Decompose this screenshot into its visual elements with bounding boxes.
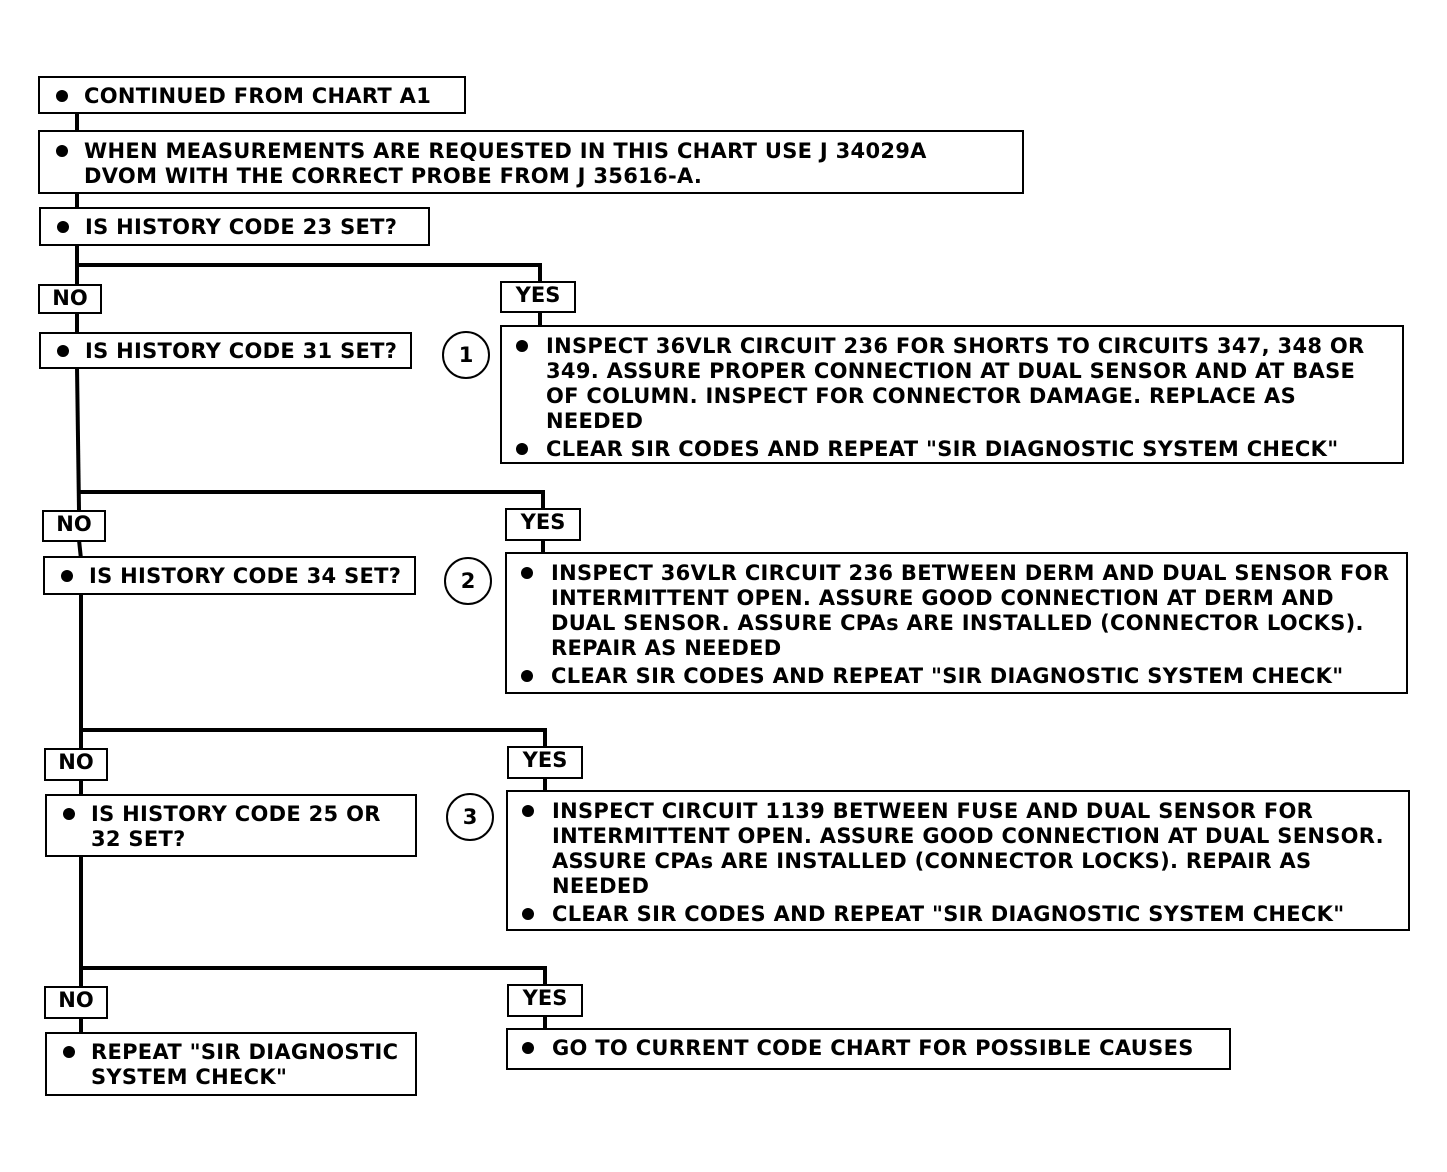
action-line: INSPECT CIRCUIT 1139 BETWEEN FUSE AND DU… xyxy=(552,799,1314,823)
action-line: CLEAR SIR CODES AND REPEAT "SIR DIAGNOST… xyxy=(552,902,1345,926)
action-box-1: INSPECT 36VLR CIRCUIT 236 FOR SHORTS TO … xyxy=(500,325,1404,464)
bullet-icon xyxy=(56,90,68,102)
step-number-2: 2 xyxy=(444,557,492,605)
action-item: INSPECT CIRCUIT 1139 BETWEEN FUSE AND DU… xyxy=(508,799,1398,899)
action-line: INSPECT 36VLR CIRCUIT 236 FOR SHORTS TO … xyxy=(546,334,1365,358)
action-line: CLEAR SIR CODES AND REPEAT "SIR DIAGNOST… xyxy=(551,664,1344,688)
branch-q3 xyxy=(81,728,547,747)
final-line: REPEAT "SIR DIAGNOSTIC xyxy=(91,1040,399,1064)
question-code-25-32: IS HISTORY CODE 25 OR 32 SET? xyxy=(45,794,417,857)
bullet-icon xyxy=(56,145,68,157)
yes-label: YES xyxy=(507,746,583,779)
bullet-icon xyxy=(61,570,73,582)
no-label: NO xyxy=(42,510,106,542)
bullet-icon xyxy=(63,1046,75,1058)
note-line-1: WHEN MEASUREMENTS ARE REQUESTED IN THIS … xyxy=(84,139,927,163)
question-line: IS HISTORY CODE 25 OR xyxy=(91,802,381,826)
question-item: IS HISTORY CODE 34 SET? xyxy=(45,564,414,589)
start-box: CONTINUED FROM CHART A1 xyxy=(38,76,466,114)
question-item: IS HISTORY CODE 31 SET? xyxy=(41,339,410,364)
action-line: OF COLUMN. INSPECT FOR CONNECTOR DAMAGE.… xyxy=(546,384,1297,408)
start-text: CONTINUED FROM CHART A1 xyxy=(84,84,432,108)
question-item: IS HISTORY CODE 25 OR 32 SET? xyxy=(47,802,415,852)
action-line: 349. ASSURE PROPER CONNECTION AT DUAL SE… xyxy=(546,359,1356,383)
question-line: 32 SET? xyxy=(91,827,186,851)
action-item: CLEAR SIR CODES AND REPEAT "SIR DIAGNOST… xyxy=(507,664,1396,689)
bullet-icon xyxy=(522,908,534,920)
no-label: NO xyxy=(38,284,102,314)
question-text: IS HISTORY CODE 23 SET? xyxy=(85,215,398,239)
bullet-icon xyxy=(522,1042,534,1054)
action-line: ASSURE CPAs ARE INSTALLED (CONNECTOR LOC… xyxy=(552,849,1312,873)
action-line: INTERMITTENT OPEN. ASSURE GOOD CONNECTIO… xyxy=(552,824,1384,848)
question-text: IS HISTORY CODE 34 SET? xyxy=(89,564,402,588)
yes-label: YES xyxy=(500,281,576,313)
bullet-icon xyxy=(522,805,534,817)
final-item: GO TO CURRENT CODE CHART FOR POSSIBLE CA… xyxy=(508,1036,1229,1061)
final-line: SYSTEM CHECK" xyxy=(91,1065,288,1089)
question-item: IS HISTORY CODE 23 SET? xyxy=(41,215,428,240)
note-line-2: DVOM WITH THE CORRECT PROBE FROM J 35616… xyxy=(84,164,703,188)
bullet-icon xyxy=(521,567,533,579)
question-code-23: IS HISTORY CODE 23 SET? xyxy=(39,207,430,246)
action-line: DUAL SENSOR. ASSURE CPAs ARE INSTALLED (… xyxy=(551,611,1364,635)
no-label: NO xyxy=(44,986,108,1019)
final-repeat-check-box: REPEAT "SIR DIAGNOSTIC SYSTEM CHECK" xyxy=(45,1032,417,1096)
action-item: INSPECT 36VLR CIRCUIT 236 BETWEEN DERM A… xyxy=(507,561,1396,661)
final-line: GO TO CURRENT CODE CHART FOR POSSIBLE CA… xyxy=(552,1036,1194,1060)
connector-q2-trunk xyxy=(75,366,81,511)
connector-no-q3 xyxy=(77,539,83,560)
action-line: CLEAR SIR CODES AND REPEAT "SIR DIAGNOST… xyxy=(546,437,1339,461)
measurement-note-box: WHEN MEASUREMENTS ARE REQUESTED IN THIS … xyxy=(38,130,1024,194)
action-box-3: INSPECT CIRCUIT 1139 BETWEEN FUSE AND DU… xyxy=(506,790,1410,931)
action-box-2: INSPECT 36VLR CIRCUIT 236 BETWEEN DERM A… xyxy=(505,552,1408,694)
bullet-icon xyxy=(516,443,528,455)
yes-label: YES xyxy=(507,984,583,1017)
question-code-31: IS HISTORY CODE 31 SET? xyxy=(39,332,412,369)
branch-q2 xyxy=(78,490,545,510)
no-label: NO xyxy=(44,748,108,781)
action-line: INTERMITTENT OPEN. ASSURE GOOD CONNECTIO… xyxy=(551,586,1334,610)
note-item: WHEN MEASUREMENTS ARE REQUESTED IN THIS … xyxy=(40,139,1022,189)
action-item: INSPECT 36VLR CIRCUIT 236 FOR SHORTS TO … xyxy=(502,334,1392,434)
bullet-icon xyxy=(516,340,528,352)
action-line: INSPECT 36VLR CIRCUIT 236 BETWEEN DERM A… xyxy=(551,561,1390,585)
branch-q1 xyxy=(77,263,542,282)
bullet-icon xyxy=(57,221,69,233)
question-text: IS HISTORY CODE 31 SET? xyxy=(85,339,398,363)
bullet-icon xyxy=(521,670,533,682)
start-item: CONTINUED FROM CHART A1 xyxy=(40,84,464,109)
action-line: NEEDED xyxy=(552,874,650,898)
step-number-1: 1 xyxy=(442,331,490,379)
bullet-icon xyxy=(57,345,69,357)
bullet-icon xyxy=(63,808,75,820)
question-code-34: IS HISTORY CODE 34 SET? xyxy=(43,556,416,595)
action-line: REPAIR AS NEEDED xyxy=(551,636,782,660)
yes-label: YES xyxy=(505,508,581,541)
final-current-code-box: GO TO CURRENT CODE CHART FOR POSSIBLE CA… xyxy=(506,1028,1231,1070)
action-line: NEEDED xyxy=(546,409,644,433)
branch-q4 xyxy=(81,966,547,985)
final-item: REPEAT "SIR DIAGNOSTIC SYSTEM CHECK" xyxy=(47,1040,415,1090)
action-item: CLEAR SIR CODES AND REPEAT "SIR DIAGNOST… xyxy=(502,437,1392,462)
action-item: CLEAR SIR CODES AND REPEAT "SIR DIAGNOST… xyxy=(508,902,1398,927)
step-number-3: 3 xyxy=(446,793,494,841)
